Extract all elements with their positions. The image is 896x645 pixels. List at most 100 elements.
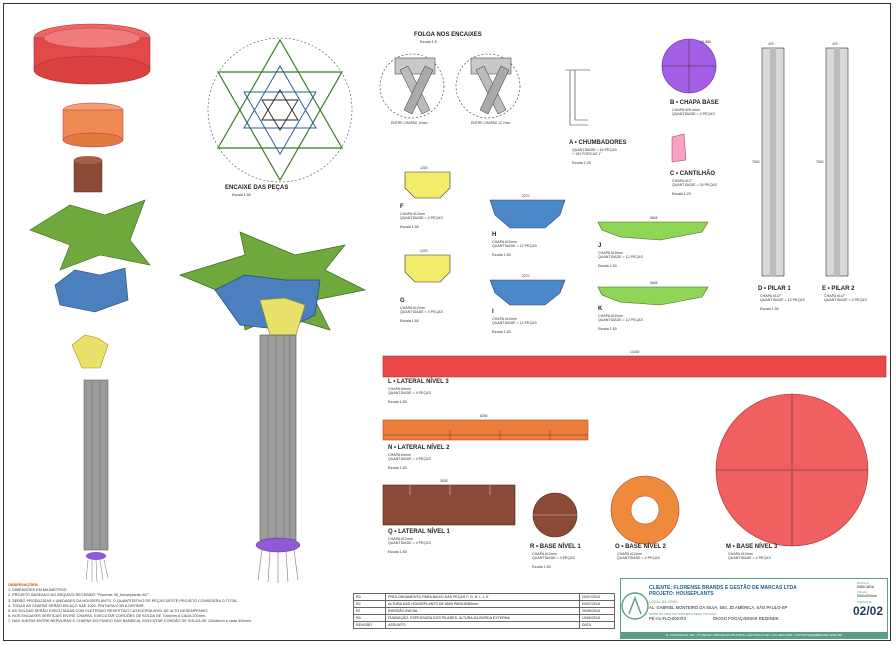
part-c-sub: CHAPA #12" — [672, 179, 693, 183]
local-label: LOCAL DA OBRA — [649, 600, 678, 604]
part-n-drawing — [382, 419, 589, 441]
part-h-title: H — [492, 232, 497, 238]
part-k-sub2: QUANTIDADE = 12 PEÇAS — [598, 318, 643, 322]
part-d-scale: Escala 1:50 — [760, 307, 779, 311]
part-o-sub: CHAPA #12mm — [617, 552, 642, 556]
observations: OBSERVAÇÕES: 1. DIMENSÕES EM MILÍMETROS.… — [8, 583, 252, 625]
part-c-sub2: QUANTIDADE = 24 PEÇAS — [672, 183, 717, 187]
observations-title: OBSERVAÇÕES: — [8, 583, 39, 587]
responsible: OMAR REZENDE — [745, 616, 779, 621]
part-d-drawing — [761, 47, 785, 277]
part-f-dim: 1200 — [420, 166, 428, 170]
part-l-title: L • LATERAL NÍVEL 3 — [388, 379, 449, 385]
exploded-view — [29, 23, 151, 583]
observation-item: 5. AS SOLDAS SERÃO EXECUTADAS COM ELETRO… — [8, 609, 209, 614]
part-b-title: B • CHAPA BASE — [670, 100, 719, 106]
company-footer: R. CANTAGALO, 692 • 9º ANDAR • BROOKLIN … — [621, 632, 887, 638]
part-h-drawing — [489, 199, 566, 229]
part-i-drawing — [489, 279, 566, 306]
part-a-sub: QUANTIDADE = 64 PEÇAS — [572, 148, 617, 152]
part-j-dim: 5845 — [650, 216, 658, 220]
rev-code: R2 — [352, 600, 387, 608]
part-q-sub2: QUANTIDADE = 4 PEÇAS — [388, 541, 431, 545]
part-e-drawing — [825, 47, 849, 277]
part-l-drawing — [382, 355, 887, 378]
part-g-scale: Escala 1:50 — [400, 319, 419, 323]
part-l-sub2: QUANTIDADE = 4 PEÇAS — [388, 391, 431, 395]
designer: DIOGO FOGAÇA — [713, 616, 746, 621]
folga-details — [379, 53, 521, 119]
part-f-drawing — [404, 171, 451, 199]
part-k-drawing — [597, 286, 709, 306]
client-name: CLIENTE: FLORENSE BRANDS E GESTÃO DE MAR… — [649, 585, 797, 591]
title-block: CLIENTE: FLORENSE BRANDS E GESTÃO DE MAR… — [620, 578, 888, 639]
part-o-drawing — [610, 475, 680, 545]
part-e-sub2: QUANTIDADE = 4 PEÇAS — [824, 298, 867, 302]
part-n-title: N • LATERAL NÍVEL 2 — [388, 445, 450, 451]
part-q-sub: CHAPA #12mm — [388, 537, 413, 541]
part-i-sub: CHAPA #10mm — [492, 317, 517, 321]
part-b-sub: CHAPA #25,4mm — [672, 108, 700, 112]
part-g-sub: CHAPA #12mm — [400, 306, 425, 310]
company-logo — [621, 592, 649, 620]
part-d-sub2: QUANTIDADE = 12 PEÇAS — [760, 298, 805, 302]
rev-desc: EMISSÃO INICIAL — [385, 607, 580, 615]
address: AL. GABRIEL MONTEIRO DA SILVA, 560, JD A… — [649, 605, 788, 610]
rev-date: 19/06/2018 — [578, 614, 616, 622]
part-l-sub: CHAPA #4mm — [388, 387, 411, 391]
part-f-sub: CHAPA #12mm — [400, 212, 425, 216]
folga-caption-2: ENTRE CHAPAS 12,7mm — [471, 121, 511, 125]
part-c-drawing — [671, 133, 687, 163]
encaixe-diagram — [207, 37, 353, 183]
part-r-sub2: QUANTIDADE = 4 PEÇAS — [532, 556, 575, 560]
sheet-border — [3, 3, 891, 641]
part-m-drawing — [715, 393, 869, 547]
rev-desc-header: ASSUNTO — [385, 621, 580, 629]
part-b-dim: Ø1,850 — [700, 40, 712, 44]
part-a-scale: Escala 1:25 — [572, 161, 591, 165]
part-j-scale: Escala 1:50 — [598, 264, 617, 268]
part-k-scale: Escala 1:50 — [598, 327, 617, 331]
folga-caption-1: ENTRE CHAPAS 10mm — [391, 121, 428, 125]
scale-label: ESCALA — [857, 581, 869, 585]
part-h-scale: Escala 1:50 — [492, 253, 511, 257]
part-e-height: 7800 — [816, 160, 824, 164]
part-r-title: R • BASE NÍVEL 1 — [530, 544, 581, 550]
part-a-title: A • CHUMBADORES — [569, 140, 627, 146]
rev-desc: PROLONGAMENTO PARA BAIXO DAS PEÇAS F, G,… — [385, 593, 580, 601]
part-i-sub2: QUANTIDADE = 12 PEÇAS — [492, 321, 537, 325]
rev-code: R1 — [352, 607, 387, 615]
part-k-dim: 5845 — [650, 281, 658, 285]
part-e-sub: CHAPA #1/2" — [824, 294, 846, 298]
part-n-sub2: QUANTIDADE = 4 PEÇAS — [388, 457, 431, 461]
part-h-sub2: QUANTIDADE = 12 PEÇAS — [492, 244, 537, 248]
rev-code: R0 — [352, 614, 387, 622]
part-r-drawing — [532, 492, 578, 538]
part-c-scale: Escala 1:20 — [672, 192, 691, 196]
rev-date-header: DATA — [578, 621, 616, 629]
encaixe-title: ENCAIXE DAS PEÇAS — [225, 185, 289, 191]
part-k-sub: CHAPA #10mm — [598, 314, 623, 318]
part-d-dim: 420 — [768, 42, 774, 46]
folga-title: FOLGA NOS ENCAIXES — [414, 32, 482, 38]
part-j-title: J — [598, 243, 602, 249]
part-g-sub2: QUANTIDADE = 4 PEÇAS — [400, 310, 443, 314]
observation-item: 2. PROJETO BASEADO NO ARQUIVO RECEBIDO "… — [8, 593, 150, 598]
part-r-sub: CHAPA #12mm — [532, 552, 557, 556]
part-b-drawing — [661, 38, 717, 94]
part-r-scale: Escala 1:50 — [532, 565, 551, 569]
sheet-number: 02/02 — [852, 604, 883, 618]
rev-code-header: REVISÃO — [352, 621, 387, 629]
file-name: PE-A1-FLO-002-R3 — [649, 616, 686, 621]
field-labels: NOME DO ARQUIVO PROJETO RESP. TÉCNICO — [649, 612, 717, 616]
part-i-title: I — [492, 309, 494, 315]
part-e-dim: 420 — [832, 42, 838, 46]
part-c-title: C • CANTILHÃO — [670, 171, 716, 177]
part-f-scale: Escala 1:50 — [400, 225, 419, 229]
part-d-title: D • PILAR 1 — [758, 286, 791, 292]
observation-item: 7. NAS JUNTAS ENTRE NERVURAS E CHAPAS DO… — [8, 619, 252, 624]
